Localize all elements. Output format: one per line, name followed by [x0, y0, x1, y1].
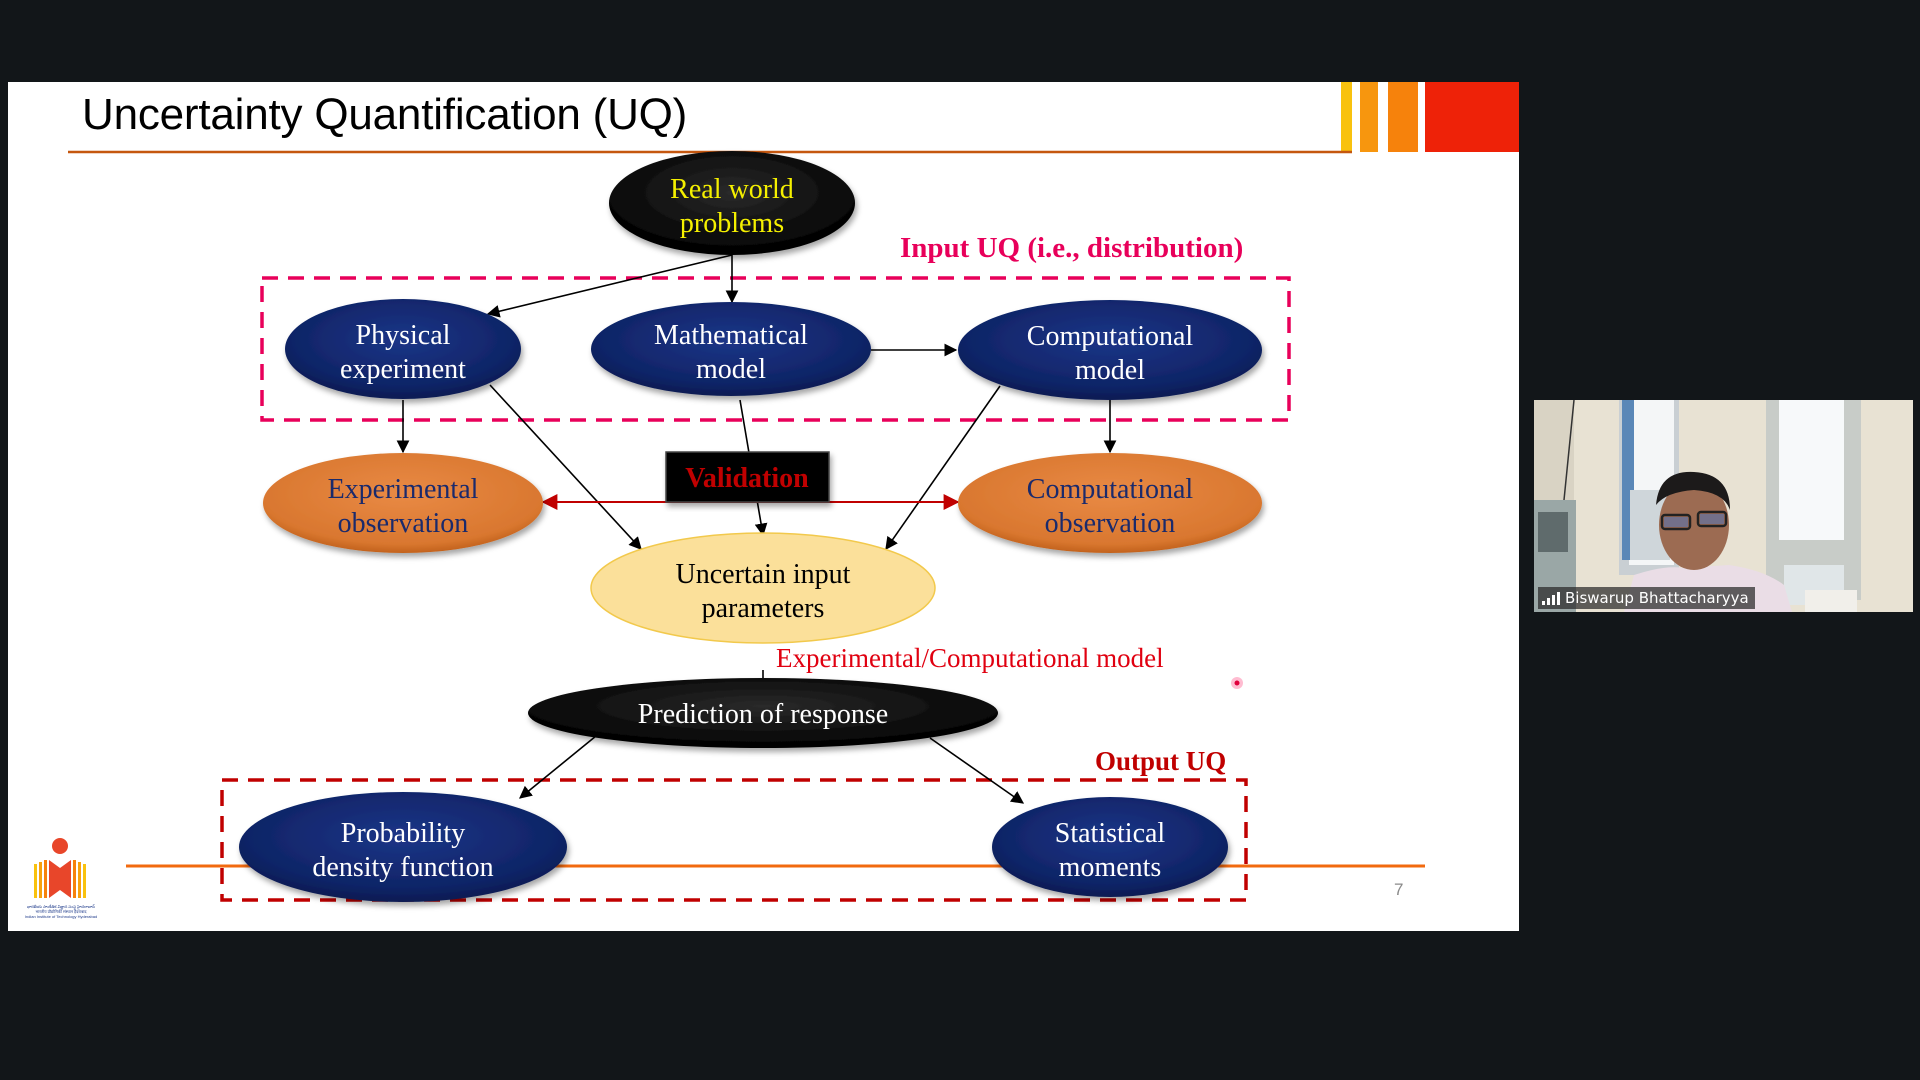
- validation-label: Validation: [685, 463, 809, 494]
- node-moments-line1: Statistical: [1055, 818, 1166, 849]
- arrow-physical-to-uncertain: [489, 384, 642, 550]
- node-experimental-observation: Experimental observation: [263, 453, 543, 553]
- node-math-line1: Mathematical: [654, 320, 808, 351]
- model-label: Experimental/Computational model: [776, 643, 1164, 673]
- arrow-comp-to-uncertain: [885, 385, 1001, 551]
- node-computational-model: Computational model: [958, 300, 1262, 400]
- node-pdf-line1: Probability: [341, 818, 465, 849]
- node-real-world-line1: Real world: [670, 174, 794, 205]
- participant-video-feed: [1534, 400, 1913, 612]
- input-uq-box: [260, 276, 1291, 422]
- participant-name-label: Biswarup Bhattacharyya: [1538, 587, 1755, 609]
- validation-box: Validation: [665, 451, 830, 503]
- node-prediction-text: Prediction of response: [638, 699, 888, 730]
- node-uncertain-line2: parameters: [702, 593, 825, 624]
- decor-bar-yellow: [1341, 82, 1352, 152]
- node-comp-line1: Computational: [1027, 321, 1194, 352]
- node-uncertain-input-parameters: Uncertain input parameters: [590, 532, 936, 644]
- node-physical-line1: Physical: [356, 320, 451, 351]
- logo-mark-icon: [34, 838, 86, 898]
- node-expobs-line2: observation: [338, 508, 469, 539]
- node-real-world-line2: problems: [680, 208, 784, 239]
- logo-caption-telugu: భారతీయ సాంకేతిక విజ్ఞాన సంస్థ హైదరాబాద్: [27, 904, 95, 909]
- node-physical-experiment: Physical experiment: [285, 299, 521, 399]
- node-computational-observation: Computational observation: [958, 453, 1262, 553]
- slide-page-number: 7: [1394, 880, 1404, 899]
- presentation-slide: Uncertainty Quantification (UQ): [8, 82, 1519, 931]
- node-compobs-line2: observation: [1045, 508, 1176, 539]
- laser-pointer-dot: [1231, 677, 1243, 689]
- decor-bar-orange-1: [1360, 82, 1378, 152]
- node-pdf-line2: density function: [312, 852, 493, 883]
- iith-logo: భారతీయ సాంకేతిక విజ్ఞాన సంస్థ హైదరాబాద్ …: [20, 834, 100, 929]
- node-comp-line2: model: [1075, 355, 1145, 386]
- logo-caption-english: Indian Institute of Technology Hyderabad: [24, 914, 98, 919]
- node-math-line2: model: [696, 354, 766, 385]
- signal-strength-icon: [1542, 591, 1560, 605]
- uq-flow-diagram: Real world problems Physical experiment …: [68, 150, 1425, 902]
- logo-caption-hindi: भारतीय प्रौद्योगिकी संस्थान हैदराबाद: [35, 909, 87, 914]
- slide-title: Uncertainty Quantification (UQ): [82, 90, 688, 139]
- arrow-prediction-to-moments: [929, 737, 1025, 804]
- input-uq-label: Input UQ (i.e., distribution): [900, 232, 1243, 264]
- arrow-prediction-to-pdf: [519, 735, 597, 799]
- decor-bar-orange-2: [1388, 82, 1418, 152]
- decor-bar-red: [1425, 82, 1519, 152]
- node-mathematical-model: Mathematical model: [591, 302, 871, 396]
- output-uq-label: Output UQ: [1095, 746, 1226, 776]
- node-expobs-line1: Experimental: [328, 474, 479, 505]
- node-probability-density-function: Probability density function: [239, 792, 567, 902]
- node-statistical-moments: Statistical moments: [992, 797, 1228, 897]
- node-real-world-problems: Real world problems: [609, 151, 855, 255]
- participant-video-tile[interactable]: Biswarup Bhattacharyya: [1534, 400, 1913, 612]
- node-moments-line2: moments: [1059, 852, 1162, 883]
- node-uncertain-line1: Uncertain input: [676, 559, 851, 590]
- arrow-real-to-physical: [486, 254, 733, 318]
- participant-name: Biswarup Bhattacharyya: [1565, 589, 1749, 607]
- node-physical-line2: experiment: [340, 354, 466, 385]
- node-compobs-line1: Computational: [1027, 474, 1194, 505]
- node-prediction-of-response: Prediction of response: [528, 678, 998, 748]
- logo-caption: భారతీయ సాంకేతిక విజ్ఞాన సంస్థ హైదరాబాద్ …: [20, 904, 102, 919]
